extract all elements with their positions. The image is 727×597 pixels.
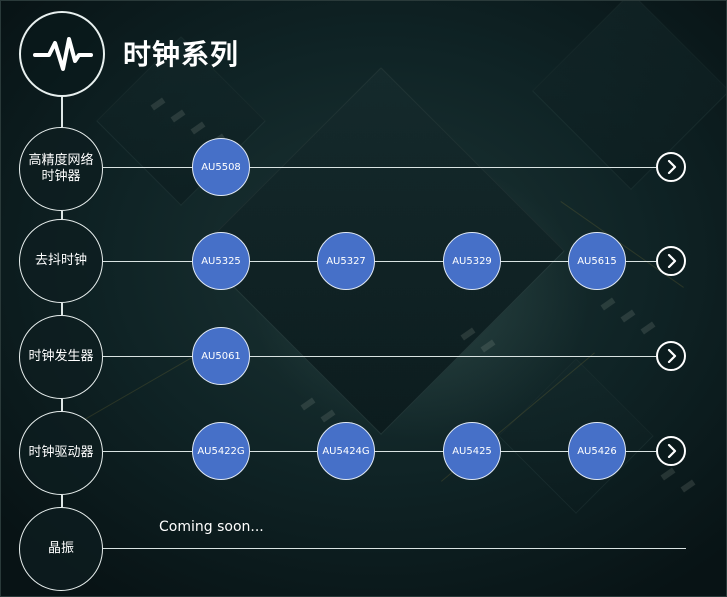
product-node[interactable]: AU5615 (568, 232, 626, 290)
product-node[interactable]: AU5425 (443, 422, 501, 480)
product-label: AU5061 (201, 350, 241, 362)
product-node[interactable]: AU5426 (568, 422, 626, 480)
spine-segment (61, 97, 63, 127)
product-label: AU5424G (322, 445, 370, 457)
category-jitter-cleaner[interactable]: 去抖时钟 (19, 219, 103, 303)
category-label: 晶振 (47, 541, 74, 556)
product-node[interactable]: AU5508 (192, 138, 250, 196)
spine-segment (61, 495, 63, 507)
product-node[interactable]: AU5061 (192, 327, 250, 385)
product-label: AU5426 (577, 445, 617, 457)
page-title: 时钟系列 (123, 38, 240, 71)
spine-segment (61, 303, 63, 315)
pulse-wave-icon (33, 37, 93, 71)
more-button[interactable] (656, 246, 686, 276)
product-label: AU5422G (197, 445, 245, 457)
chevron-right-icon (667, 349, 677, 363)
spine-segment (61, 399, 63, 411)
product-node[interactable]: AU5329 (443, 232, 501, 290)
chevron-right-icon (667, 254, 677, 268)
product-label: AU5508 (201, 161, 241, 173)
product-label: AU5615 (577, 255, 617, 267)
row-connector-line (103, 261, 656, 262)
more-button[interactable] (656, 152, 686, 182)
spine-segment (61, 211, 63, 219)
category-clock-driver[interactable]: 时钟驱动器 (19, 411, 103, 495)
product-label: AU5329 (452, 255, 492, 267)
category-label: 去抖时钟 (34, 253, 87, 268)
product-node[interactable]: AU5424G (317, 422, 375, 480)
category-label: 高精度网络时钟器 (28, 153, 94, 184)
row-connector-line (103, 356, 656, 357)
product-node[interactable]: AU5422G (192, 422, 250, 480)
category-label: 时钟驱动器 (28, 445, 94, 460)
logo-badge (19, 11, 105, 97)
product-label: AU5327 (326, 255, 366, 267)
chevron-right-icon (667, 444, 677, 458)
category-label: 时钟发生器 (28, 349, 94, 364)
more-button[interactable] (656, 341, 686, 371)
coming-soon-text: Coming soon... (159, 519, 264, 535)
product-label: AU5425 (452, 445, 492, 457)
category-clock-generator[interactable]: 时钟发生器 (19, 315, 103, 399)
more-button[interactable] (656, 436, 686, 466)
row-connector-line (103, 548, 686, 549)
product-label: AU5325 (201, 255, 241, 267)
category-crystal-oscillator[interactable]: 晶振 (19, 507, 103, 591)
row-connector-line (103, 167, 656, 168)
chevron-right-icon (667, 160, 677, 174)
category-high-precision-network-clock[interactable]: 高精度网络时钟器 (19, 127, 103, 211)
product-node[interactable]: AU5325 (192, 232, 250, 290)
product-node[interactable]: AU5327 (317, 232, 375, 290)
row-connector-line (103, 451, 656, 452)
